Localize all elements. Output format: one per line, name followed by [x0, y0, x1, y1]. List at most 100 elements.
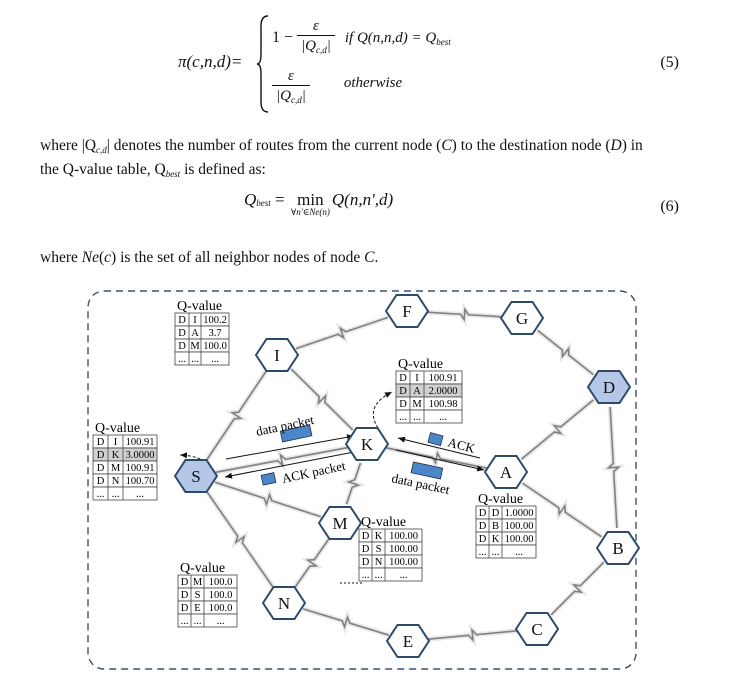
link-D-A [520, 399, 595, 460]
table-cell: D [362, 531, 370, 542]
link-D-B [606, 406, 621, 529]
text: Ne [81, 249, 99, 266]
node-label: M [332, 514, 347, 533]
table-row: ......... [358, 567, 423, 582]
row-bg [475, 544, 537, 559]
paragraph-1-line-2: the Q-value table, Qbest is defined as: [40, 160, 700, 184]
table-cell: D [362, 544, 370, 555]
text: D [610, 137, 622, 154]
table-cell: N [112, 476, 120, 487]
hexagon-icon [254, 338, 300, 372]
link-S-K [215, 446, 348, 474]
equation-6-number: (6) [660, 198, 679, 215]
packet-arrows [179, 391, 485, 584]
case-2-condition: otherwise [343, 74, 403, 91]
node-label: D [603, 378, 615, 397]
lookup-arrow-k [372, 391, 393, 429]
table-cell: 100.0 [209, 577, 233, 588]
link-C-B [550, 561, 605, 616]
text: C [441, 137, 452, 154]
row-bg [174, 351, 230, 366]
table-cell: D [479, 521, 487, 532]
q-table-title: Q-value [177, 299, 222, 314]
table-cell: ... [413, 412, 421, 423]
link-N-E [302, 608, 390, 636]
paragraph-1: where |Qc,d| denotes the number of route… [40, 136, 700, 184]
node-label: I [274, 346, 280, 365]
ack-icon [427, 432, 444, 447]
table-row: ......... [395, 409, 463, 424]
table-cell: 100.0 [209, 603, 233, 614]
table-cell: D [399, 386, 407, 397]
text: c [104, 249, 112, 266]
text: | denotes the number of routes from the … [106, 137, 442, 154]
equation-5-brace [256, 15, 269, 113]
sub: best [165, 169, 181, 179]
table-cell: ... [211, 354, 219, 365]
table-cell: ... [399, 412, 407, 423]
table-cell: ... [400, 570, 408, 581]
condition-text: if Q(n,n,d) = Q [344, 29, 437, 46]
node-label: A [500, 463, 513, 482]
fraction-numerator: ε [297, 17, 335, 36]
eq6-min: min ∀n'∈Ne(n) [291, 190, 330, 218]
table-cell: D [399, 373, 407, 384]
table-cell: B [492, 521, 499, 532]
table-cell: 100.0 [203, 341, 227, 352]
link-A-B [522, 482, 602, 538]
table-cell: I [114, 437, 118, 448]
node-I: I [254, 338, 300, 372]
table-cell: ... [178, 354, 186, 365]
network-diagram: data packet ACK packet ACK data packet Q… [87, 290, 641, 670]
node-label: G [516, 309, 528, 328]
table-cell: 1.0000 [505, 508, 534, 519]
denominator-close: | [326, 37, 331, 54]
data-arrow-k-to-a [395, 449, 485, 472]
table-cell: 100.91 [429, 373, 458, 384]
link-F-G [426, 307, 503, 322]
table-cell: ... [112, 489, 120, 500]
table-cell: 100.00 [505, 534, 534, 545]
table-cell: 100.0 [209, 590, 233, 601]
data-packet-icon-right [410, 461, 444, 480]
node-M: M [317, 506, 363, 540]
link-K-A [386, 447, 487, 469]
table-cell: ... [181, 616, 189, 627]
fraction-denominator: |Qc,d| [272, 86, 310, 110]
table-cell: 100.00 [389, 544, 418, 555]
table-row: ......... [177, 613, 238, 628]
table-row: ......... [92, 486, 158, 501]
node-G: G [499, 301, 545, 335]
table-cell: I [415, 373, 419, 384]
hexagon-icon [384, 294, 430, 328]
table-cell: 100.00 [389, 531, 418, 542]
node-K: K [344, 427, 390, 461]
text: where |Q [40, 137, 97, 154]
table-cell: ... [136, 489, 144, 500]
ack-packet-icon [260, 472, 277, 486]
table-cell: 3.0000 [126, 450, 155, 461]
ack-packet-label: ACK packet [281, 458, 348, 486]
node-label: N [278, 594, 290, 613]
table-cell: ... [191, 354, 199, 365]
table-cell: 100.70 [126, 476, 155, 487]
table-cell: ... [362, 570, 370, 581]
eq6-lhs: Q [244, 190, 257, 209]
fraction-numerator: ε [272, 67, 310, 86]
denominator-q: |Q [301, 37, 316, 54]
row-bg [177, 613, 238, 628]
table-cell: D [492, 508, 500, 519]
table-cell: D [399, 399, 407, 410]
eq6-equals: = [270, 190, 289, 209]
q-table-title: Q-value [95, 421, 140, 436]
q-table-title: Q-value [361, 515, 406, 530]
epsilon-fraction-2: ε |Qc,d| [272, 67, 310, 110]
